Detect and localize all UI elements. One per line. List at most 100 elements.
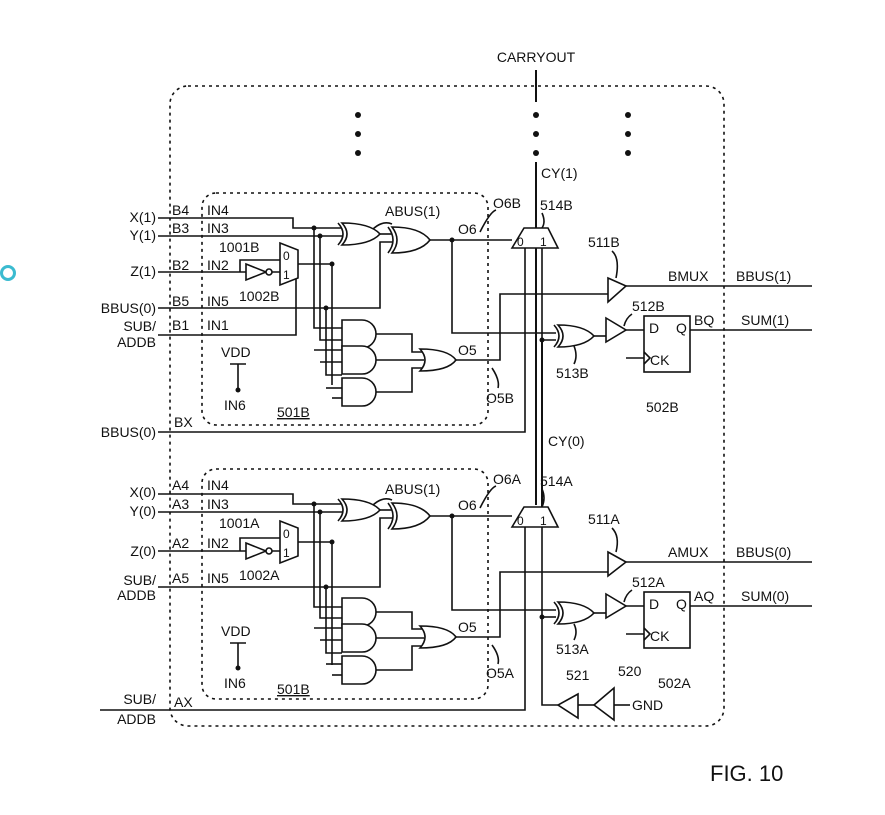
o5a-ref: O5A [486, 665, 515, 681]
buf-ref-511a: 511A [588, 511, 620, 527]
svg-text:D: D [649, 596, 659, 612]
and-gate-3-bottom [342, 656, 376, 684]
carryout-label: CARRYOUT [497, 49, 576, 65]
xor-gate-1-top [342, 223, 380, 245]
ff-ref-502b: 502B [646, 399, 679, 415]
input-y1: Y(1) [130, 227, 156, 243]
svg-text:0: 0 [517, 235, 524, 249]
xor-ref-513a: 513A [556, 641, 589, 657]
amux-label: AMUX [668, 544, 709, 560]
input-y0: Y(0) [130, 503, 156, 519]
aq-label: AQ [694, 588, 714, 604]
pin-b2: B2 [172, 257, 189, 273]
buf-ref-512b: 512B [632, 298, 665, 314]
svg-text:1: 1 [283, 546, 290, 560]
bmux-label: BMUX [668, 268, 709, 284]
ax-input-sub: SUB/ [123, 691, 156, 707]
figure-caption: FIG. 10 [710, 761, 783, 786]
o5-label-bottom: O5 [458, 619, 477, 635]
pin-b5: B5 [172, 293, 189, 309]
pin-a4: A4 [172, 477, 189, 493]
or-gate-top [420, 349, 456, 371]
slice-b: CY(1) X(1) Y(1) Z(1) BBUS(0) SUB/ ADDB B… [101, 162, 812, 440]
and-gate-1-top [342, 320, 376, 348]
input-z0: Z(0) [130, 543, 156, 559]
lut-pin-in3: IN3 [207, 220, 229, 236]
xor-ref-513b: 513B [556, 365, 589, 381]
out-sum0: SUM(0) [741, 588, 789, 604]
svg-text:CK: CK [650, 628, 670, 644]
buffer-512a [606, 594, 626, 618]
abus-label-top: ABUS(1) [385, 203, 440, 219]
o6-label-bottom: O6 [458, 497, 477, 513]
buf-ref-511b: 511B [588, 234, 620, 250]
out-bbus1: BBUS(1) [736, 268, 791, 284]
svg-text:D: D [649, 320, 659, 336]
cy0-label: CY(0) [548, 433, 585, 449]
ellipsis-dots [355, 112, 631, 156]
buffer-520 [594, 688, 614, 720]
pin-b1: B1 [172, 317, 189, 333]
pin-a5: A5 [172, 570, 189, 586]
pin-a3: A3 [172, 496, 189, 512]
inverter-1002b [246, 264, 266, 280]
o5-label-top: O5 [458, 342, 477, 358]
input-addb: ADDB [117, 334, 156, 350]
and-gate-1-bottom [342, 598, 376, 626]
buffer-512b [606, 318, 626, 342]
slice-a: X(0) Y(0) Z(0) SUB/ ADDB A4 A3 A2 A5 IN4… [100, 469, 812, 727]
mux-ref-1001b: 1001B [219, 239, 259, 255]
inv-ref-1002a: 1002A [239, 567, 280, 583]
o6b-ref: O6B [493, 195, 521, 211]
bq-label: BQ [694, 312, 714, 328]
lut-ref-501b-bottom: 501B [277, 681, 310, 697]
pin-b4: B4 [172, 202, 189, 218]
svg-text:Q: Q [676, 596, 687, 612]
xor-513b [558, 325, 594, 347]
or-gate-bottom [420, 626, 456, 648]
input-sub: SUB/ [123, 318, 156, 334]
in6-label-bottom: IN6 [224, 675, 246, 691]
and-gate-2-top [342, 346, 376, 374]
o6a-ref: O6A [493, 471, 522, 487]
and-gate-3-top [342, 378, 376, 406]
xor-gate-2-top [392, 227, 430, 253]
buf-ref-520: 520 [618, 663, 642, 679]
ax-label: AX [174, 694, 193, 710]
buf-ref-512a: 512A [632, 574, 665, 590]
input-z1: Z(1) [130, 263, 156, 279]
input-x0: X(0) [130, 484, 156, 500]
input-x1: X(1) [130, 209, 156, 225]
and-gate-2-bottom [342, 624, 376, 652]
cy1-label: CY(1) [541, 165, 578, 181]
svg-text:1: 1 [283, 268, 290, 282]
lut-pin-in5-a: IN5 [207, 570, 229, 586]
lut-pin-in4: IN4 [207, 202, 229, 218]
lut-pin-in3-a: IN3 [207, 496, 229, 512]
svg-text:0: 0 [283, 527, 290, 541]
svg-text:Q: Q [676, 320, 687, 336]
buf-ref-521: 521 [566, 667, 590, 683]
o5b-ref: O5B [486, 390, 514, 406]
mux-ref-1001a: 1001A [219, 515, 260, 531]
gnd-label: GND [632, 697, 663, 713]
buffer-511a [608, 552, 626, 576]
bx-label: BX [174, 414, 193, 430]
abus-label-bottom: ABUS(1) [385, 481, 440, 497]
inverter-1002a [246, 543, 266, 559]
xor-gate-1-bottom [342, 499, 380, 521]
buffer-511b [608, 278, 626, 302]
svg-text:1: 1 [540, 235, 547, 249]
buffer-521 [558, 694, 578, 718]
ff-ref-502a: 502A [658, 675, 691, 691]
svg-text:1: 1 [540, 514, 547, 528]
lut-pin-in2: IN2 [207, 257, 229, 273]
input-sub-a: SUB/ [123, 572, 156, 588]
out-bbus0: BBUS(0) [736, 544, 791, 560]
out-sum1: SUM(1) [741, 312, 789, 328]
svg-text:0: 0 [283, 249, 290, 263]
pin-b3: B3 [172, 220, 189, 236]
vdd-label-top: VDD [221, 344, 251, 360]
mux-ref-514a: 514A [540, 473, 573, 489]
